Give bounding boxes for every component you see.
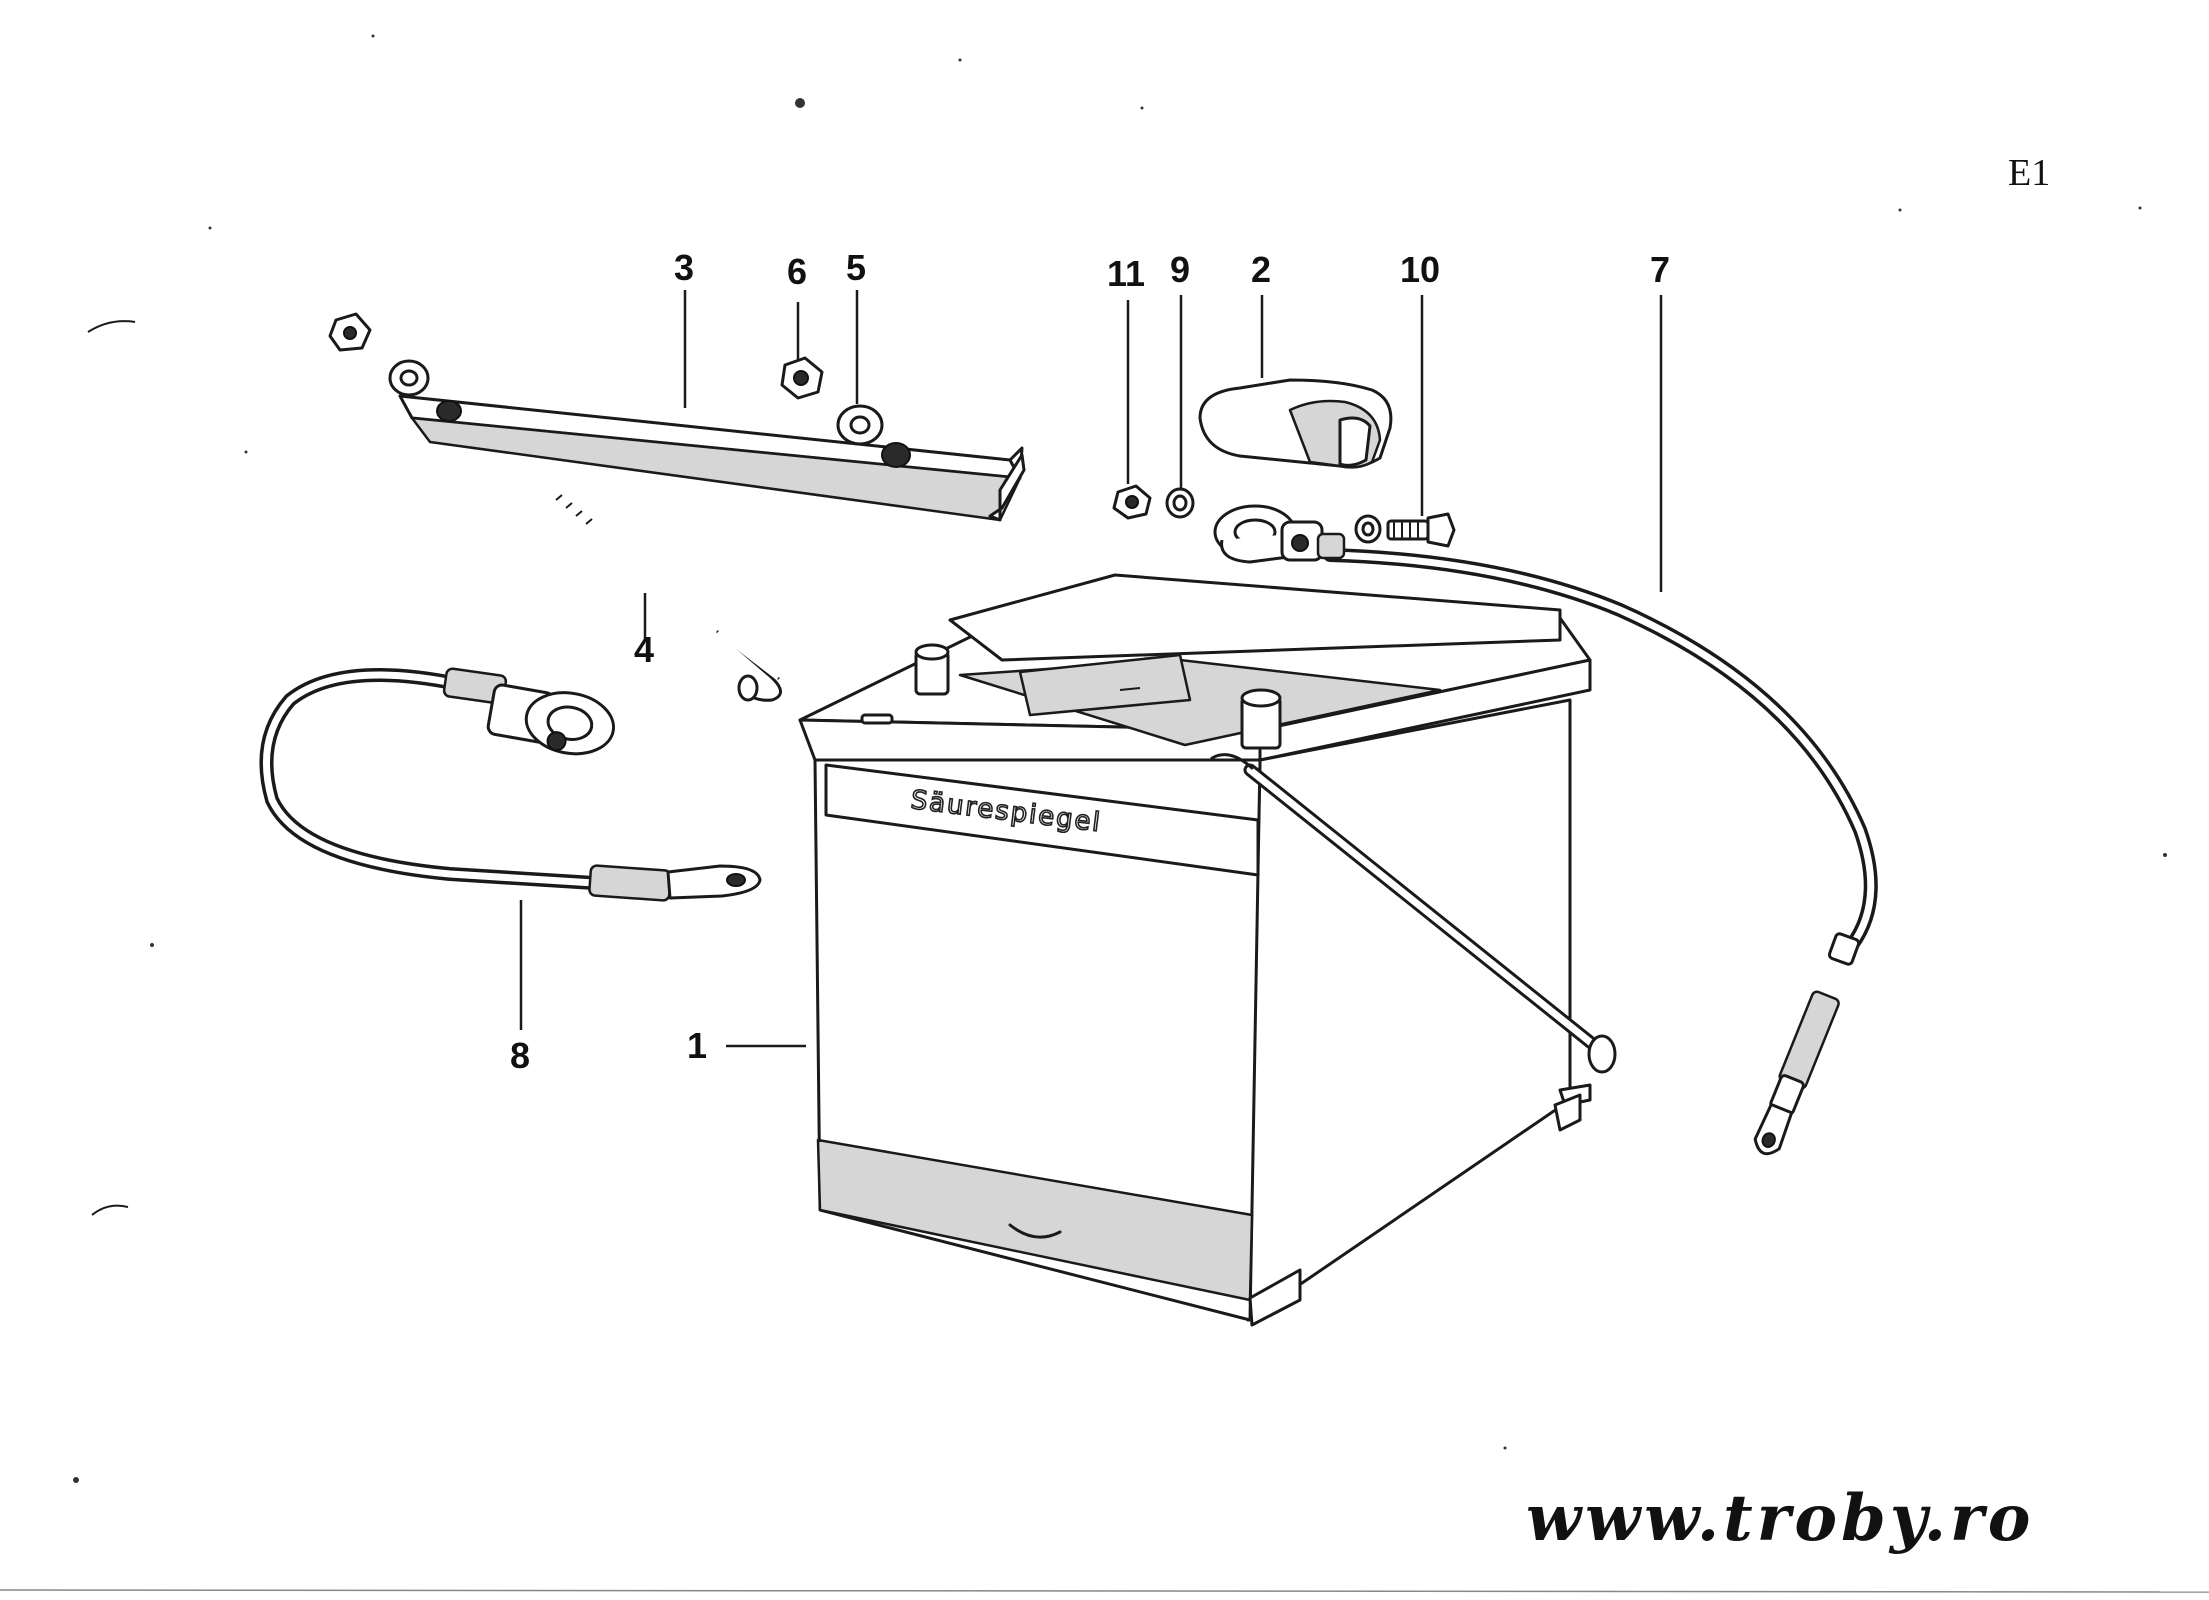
watermark: www.troby.ro xyxy=(1526,1481,2034,1556)
hook-bolt-rod xyxy=(544,494,782,702)
washer-part-9 xyxy=(1165,487,1195,519)
callout-1: 1 xyxy=(687,1025,707,1066)
battery-terminal-left xyxy=(914,643,950,696)
terminal-cover xyxy=(1198,378,1393,469)
callout-9: 9 xyxy=(1170,249,1190,290)
bolt-part-10 xyxy=(1386,512,1456,548)
callout-labels: 3 6 5 11 9 2 10 7 4 8 1 xyxy=(510,247,1670,1076)
battery: Säurespiegel xyxy=(798,573,1592,1327)
ground-cable xyxy=(259,667,762,902)
washer-part-5 xyxy=(836,404,884,446)
bracket-washer-left xyxy=(388,359,430,397)
callout-11: 11 xyxy=(1107,253,1145,294)
bracket-nut-left xyxy=(328,312,372,352)
callout-5: 5 xyxy=(846,247,866,288)
callout-3: 3 xyxy=(674,247,694,288)
battery-hold-down-rod xyxy=(1210,753,1617,1074)
battery-terminal-right xyxy=(1240,688,1282,750)
leader-lines xyxy=(519,290,1663,1048)
scan-specks xyxy=(73,34,2167,1483)
positive-cable xyxy=(1213,504,1878,1156)
callout-4: 4 xyxy=(634,629,654,670)
callout-7: 7 xyxy=(1650,249,1670,290)
callout-2: 2 xyxy=(1251,249,1271,290)
callout-6: 6 xyxy=(787,251,807,292)
scan-bottom-edge xyxy=(0,1589,2209,1593)
sheet-code: E1 xyxy=(2008,152,2050,194)
hold-down-bracket xyxy=(398,394,1026,522)
nut-part-6 xyxy=(780,356,824,400)
callout-8: 8 xyxy=(510,1035,530,1076)
callout-10: 10 xyxy=(1400,249,1440,290)
washer-part-10 xyxy=(1354,514,1382,544)
nut-part-11 xyxy=(1112,484,1152,520)
